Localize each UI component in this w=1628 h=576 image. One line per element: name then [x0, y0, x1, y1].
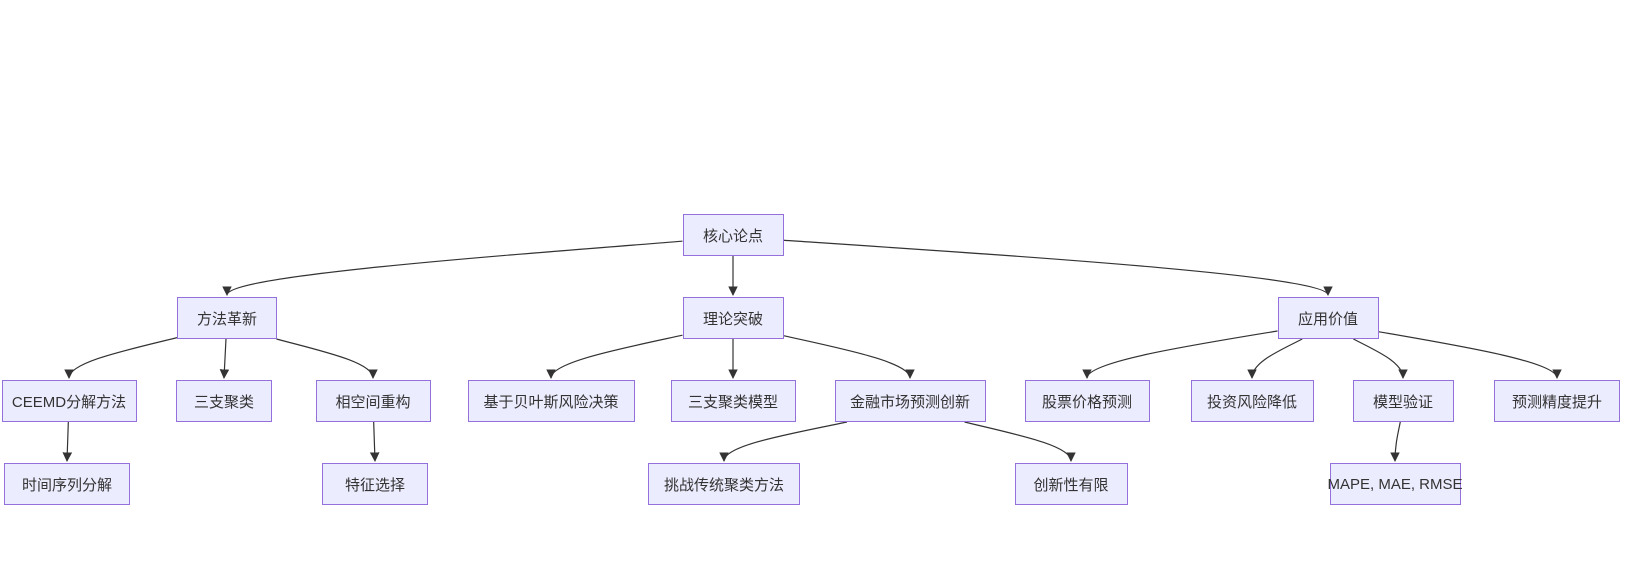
edge-finance-to-limited: [964, 421, 1076, 462]
flowchart-node-validation: 模型验证: [1352, 380, 1454, 422]
node-label: MAPE, MAE, RMSE: [1327, 475, 1463, 493]
flowchart-node-twc: 三支聚类: [176, 380, 272, 422]
flowchart-node-application: 应用价值: [1277, 297, 1379, 339]
edge-application-to-stock: [1082, 330, 1278, 379]
edge-core-to-application: [783, 239, 1333, 296]
flowchart-node-bayes: 基于贝叶斯风险决策: [467, 380, 635, 422]
flowchart-node-risk: 投资风险降低: [1190, 380, 1314, 422]
edge-validation-to-metrics: [1390, 421, 1401, 462]
flowchart-node-challenge: 挑战传统聚类方法: [648, 463, 800, 505]
edge-application-to-accuracy: [1378, 331, 1562, 379]
node-label: 特征选择: [344, 476, 405, 494]
edge-method-to-phase: [276, 338, 378, 379]
edge-theory-to-bayes: [546, 334, 683, 379]
node-label: 金融市场预测创新: [849, 393, 970, 411]
flowchart-node-theory: 理论突破: [682, 297, 784, 339]
node-label: 股票价格预测: [1041, 393, 1132, 411]
node-label: 挑战传统聚类方法: [663, 476, 784, 494]
node-label: 理论突破: [702, 310, 763, 328]
flowchart-node-limited: 创新性有限: [1014, 463, 1128, 505]
edge-finance-to-challenge: [719, 421, 848, 462]
flowchart-node-twc-model: 三支聚类模型: [670, 380, 796, 422]
flowchart-node-timeseries: 时间序列分解: [4, 463, 130, 505]
node-label: 方法革新: [196, 310, 257, 328]
node-label: 应用价值: [1297, 310, 1358, 328]
edge-phase-to-feature: [369, 421, 380, 462]
flowchart-node-phase: 相空间重构: [315, 380, 431, 422]
node-label: 时间序列分解: [21, 476, 112, 494]
node-label: 基于贝叶斯风险决策: [483, 393, 619, 411]
node-label: 三支聚类: [193, 393, 254, 411]
node-label: 核心论点: [702, 227, 763, 245]
flowchart-node-core: 核心论点: [682, 214, 784, 256]
node-label: 三支聚类模型: [687, 393, 778, 411]
flowchart-node-metrics: MAPE, MAE, RMSE: [1327, 463, 1463, 505]
node-label: 模型验证: [1372, 393, 1433, 411]
edge-method-to-twc: [219, 338, 230, 379]
edge-group: [62, 239, 1562, 462]
node-label: 相空间重构: [335, 393, 411, 411]
flowchart-node-stock: 股票价格预测: [1024, 380, 1150, 422]
flowchart-node-ceemd: CEEMD分解方法: [1, 380, 137, 422]
flowchart-node-accuracy: 预测精度提升: [1494, 380, 1620, 422]
node-label: 投资风险降低: [1206, 393, 1297, 411]
node-label: CEEMD分解方法: [11, 393, 127, 411]
edge-application-to-risk: [1247, 338, 1303, 379]
flowchart-node-method: 方法革新: [177, 297, 277, 339]
edge-application-to-validation: [1353, 338, 1408, 379]
node-label: 预测精度提升: [1511, 393, 1602, 411]
flowchart-node-feature: 特征选择: [322, 463, 428, 505]
flowchart-node-finance: 金融市场预测创新: [834, 380, 986, 422]
edge-theory-to-finance: [783, 335, 915, 379]
edge-ceemd-to-timeseries: [62, 421, 73, 462]
node-label: 创新性有限: [1033, 476, 1109, 494]
edge-method-to-ceemd: [64, 337, 178, 379]
edge-core-to-method: [222, 240, 683, 296]
